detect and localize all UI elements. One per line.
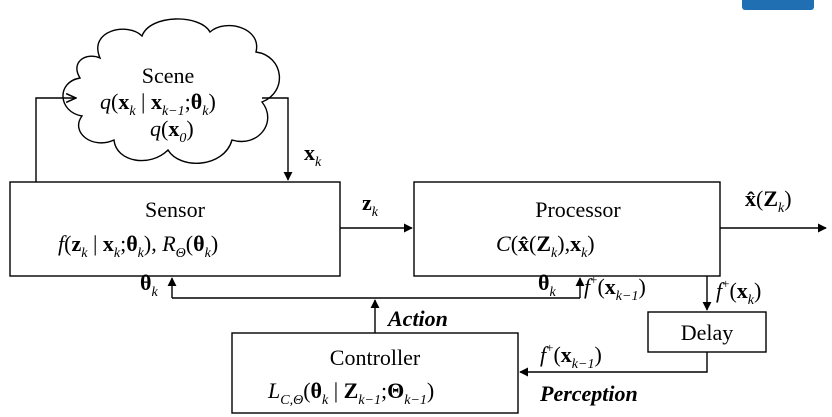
output-label: x̂(Zk) xyxy=(745,186,792,216)
controller-block: Controller LC,Θ(θk | Zk−1;Θk−1) xyxy=(231,332,519,414)
scene-to-sensor-line xyxy=(262,97,293,181)
theta-processor-label: θk xyxy=(538,270,556,300)
fplus-current-label: f+(xk) xyxy=(716,276,761,308)
delay-block: Delay xyxy=(647,311,767,353)
theta-sensor-label: θk xyxy=(140,270,158,300)
perception-label: Perception xyxy=(539,381,638,406)
sensor-eq: f(zk | xk;θk), RΘ(θk) xyxy=(58,231,218,261)
corner-button[interactable] xyxy=(742,0,814,10)
processor-block: Processor C(x̂(Zk),xk) xyxy=(413,181,721,277)
sensor-title: Sensor xyxy=(145,197,206,222)
scene-initial-eq: q(x0) xyxy=(150,116,194,146)
scene-transition-eq: q(xk | xk−1;θk) xyxy=(100,89,216,119)
scene-cloud: Scene q(xk | xk−1;θk) q(x0) xyxy=(62,18,280,164)
controller-eq: LC,Θ(θk | Zk−1;Θk−1) xyxy=(267,378,434,408)
controller-title: Controller xyxy=(330,345,421,370)
sensor-block: Sensor f(zk | xk;θk), RΘ(θk) xyxy=(9,181,341,277)
xk-label: xk xyxy=(304,140,322,170)
zk-label: zk xyxy=(362,190,379,220)
processor-title: Processor xyxy=(535,197,621,222)
delay-to-controller-line xyxy=(519,352,708,377)
processor-eq: C(x̂(Zk),xk) xyxy=(496,231,595,261)
delay-title: Delay xyxy=(681,320,734,345)
action-label: Action xyxy=(386,306,448,331)
cloud-shape xyxy=(62,18,280,164)
connectors xyxy=(35,97,827,377)
scene-title: Scene xyxy=(142,63,195,88)
fplus-prev-label: f+(xk−1) xyxy=(584,272,646,304)
fplus-controller-label: f+(xk−1) xyxy=(540,340,602,372)
sensor-to-scene-line xyxy=(35,98,76,182)
